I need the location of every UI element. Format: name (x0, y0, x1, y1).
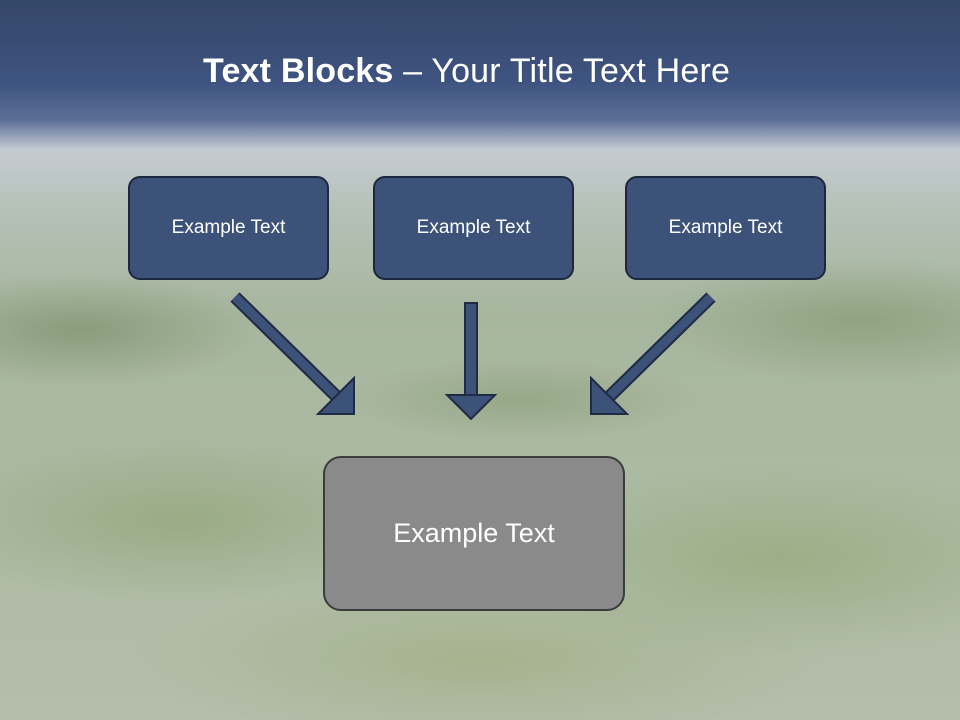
title-bar (0, 0, 960, 150)
text-block-1: Example Text (128, 176, 329, 280)
title-regular-part: – Your Title Text Here (393, 52, 731, 90)
text-block-3: Example Text (625, 176, 826, 280)
result-block-label: Example Text (393, 518, 555, 548)
slide-title: Text Blocks – Your Title Text Here (203, 52, 730, 91)
text-block-2: Example Text (373, 176, 574, 280)
text-block-1-label: Example Text (171, 217, 286, 238)
text-block-2-label: Example Text (416, 217, 531, 238)
text-block-3-label: Example Text (668, 217, 783, 238)
result-block: Example Text (323, 456, 625, 611)
title-bold-part: Text Blocks (203, 52, 394, 90)
